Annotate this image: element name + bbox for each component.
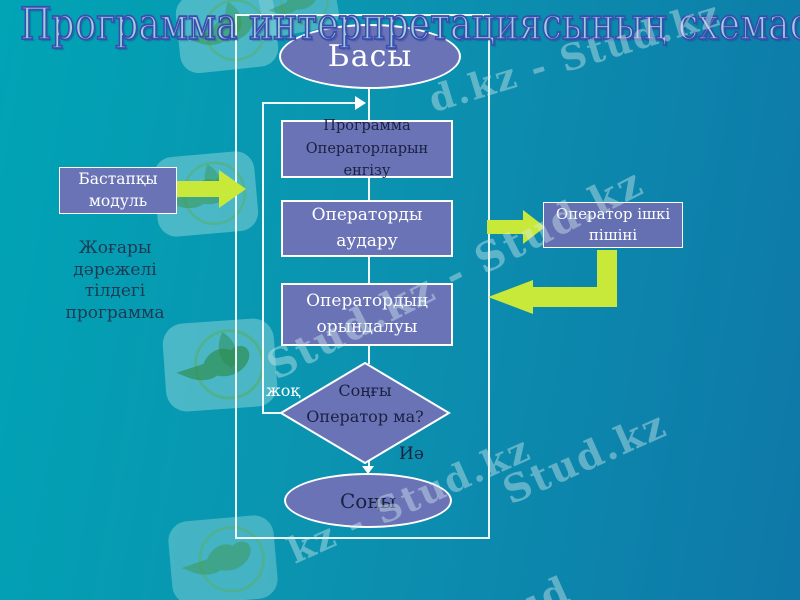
step2-line1: Операторды [311,205,423,225]
flowchart-frame [235,14,490,539]
start-terminator: Басы [279,24,461,89]
end-label: Соңы [339,488,397,513]
decision-line1: Соңғы [338,381,392,400]
step-box-2: Операторды аудару [281,200,453,257]
watermark-text: Stud [461,566,577,600]
connector-start-step1 [368,89,370,121]
decision-text: Соңғы Оператор ма? [279,378,451,429]
connector-decision-end [368,461,370,469]
step1-line1: Программа [323,118,411,135]
no-branch-label: жоқ [266,381,301,400]
hll-program-caption: Жоғары дәрежелі тілдегі программа [48,238,182,324]
source-module-line2: модуль [88,191,148,210]
caption-line3: тілдегі [84,281,146,302]
operator-form-line1: Оператор ішкі [555,205,671,223]
operator-form-arrow-icon [523,210,545,244]
operator-form-line2: пішіні [588,226,638,244]
connector-loop-bottom [262,412,286,414]
step-box-1: Программа Операторларын енгізу [281,118,453,179]
operator-form-arrow-tail [487,220,523,234]
feedback-arrow-horizontal [533,287,617,307]
connector-loop-top [262,102,357,104]
step2-line2: аудару [336,230,398,251]
studkz-logo-icon [257,0,339,37]
connector-step2-step3 [368,257,370,283]
caption-line2: дәрежелі [73,259,157,280]
step1-line2: Операторларын енгізу [305,140,429,180]
input-arrow-tail [177,181,219,197]
watermark-text: Stud.kz [495,401,674,514]
caption-line1: Жоғары [78,238,152,258]
step3-line1: Оператордың [306,291,428,311]
start-label: Басы [327,39,413,74]
connector-loop-vertical [262,102,264,414]
input-arrow-icon [219,170,246,208]
step-box-3: Оператордың орындалуы [281,283,453,346]
step3-line2: орындалуы [316,316,418,337]
operator-form-box: Оператор ішкі пішіні [543,202,683,248]
decision-diamond [279,362,451,464]
source-module-box: Бастапқы модуль [59,167,177,214]
feedback-arrow-icon [488,280,533,314]
decision-line2: Оператор ма? [306,406,424,426]
connector-step3-decision [368,346,370,364]
end-terminator: Соңы [284,473,452,528]
yes-branch-label: Иә [399,444,424,464]
source-module-line1: Бастапқы [78,169,158,188]
slide-title: Программа интерпретациясының схемасы. [19,0,800,50]
studkz-logo-icon [162,318,278,412]
connector-step1-step2 [368,178,370,200]
loop-arrowhead-icon [355,96,366,110]
end-arrowhead-icon [362,466,374,474]
caption-line4: программа [65,302,165,323]
